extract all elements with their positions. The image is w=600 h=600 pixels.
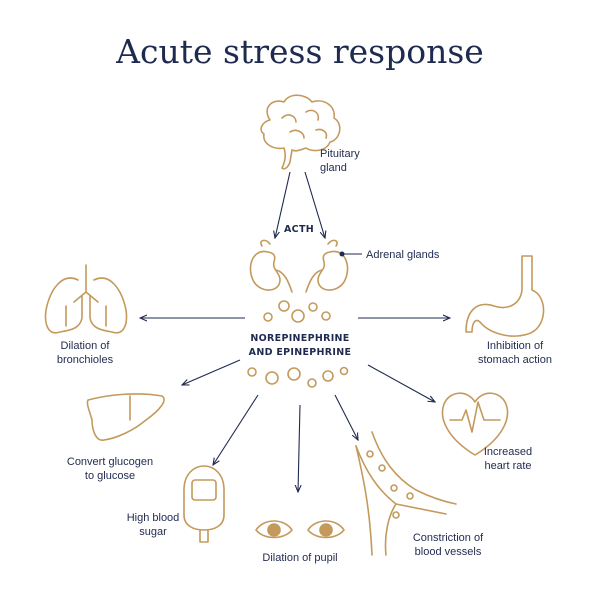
page-title: Acute stress response <box>115 32 484 71</box>
arrow-to-adrenal-left <box>275 171 291 238</box>
arrow-to-adrenal-right <box>304 171 325 238</box>
arrow-to-liver <box>182 359 241 385</box>
liver-icon <box>86 393 165 441</box>
blood-vessels-icon <box>355 431 457 556</box>
stomach-icon <box>465 255 545 337</box>
acth-label: ACTH <box>284 224 314 235</box>
arrow-to-heart <box>367 364 435 402</box>
adrenal-label: Adrenal glands <box>366 249 440 261</box>
hormone-bubbles <box>247 300 349 388</box>
kidneys-icon <box>249 239 349 293</box>
heart-icon <box>441 392 509 456</box>
eyes-icon <box>255 520 345 539</box>
arrow-to-vessels <box>334 394 358 440</box>
arrow-to-eyes <box>298 404 300 492</box>
arrow-to-glucose-meter <box>213 394 259 465</box>
glucose-meter-icon <box>183 465 225 543</box>
pupil-label: Dilation of pupil <box>262 552 337 564</box>
brain-icon <box>260 94 341 170</box>
lungs-icon <box>44 264 128 334</box>
